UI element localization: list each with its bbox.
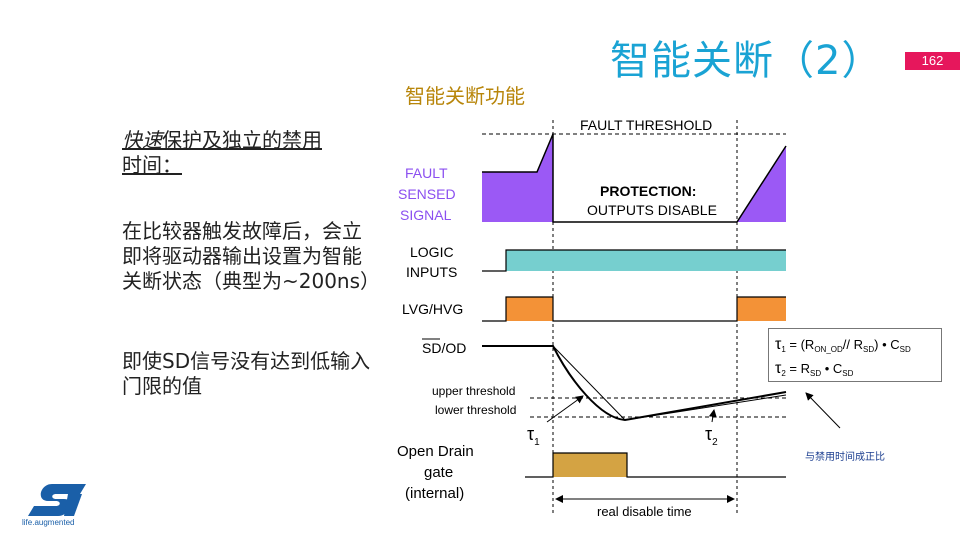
paragraph-sd-signal: 即使SD信号没有达到低输入门限的值 [122,349,371,398]
tau2-tangent [624,394,787,421]
st-logo: life.augmented [18,478,98,528]
logic-label-line1: LOGIC [410,244,454,260]
paragraph-quick-protection: 快速保护及独立的禁用 时间： [122,128,372,178]
lvg-trace [482,296,786,322]
upper-threshold-label: upper threshold [432,384,515,398]
tau1-label: τ1 [527,424,540,448]
proportional-note: 与禁用时间成正比 [805,452,885,463]
st-logo-icon: life.augmented [22,484,86,527]
formula-svg: τ1 = (RON_OD// RSD) • CSD τ2 = RSD • CSD [775,336,911,378]
lvg-label: LVG/HVG [402,301,463,317]
logic-inputs-bar [506,250,786,271]
open-drain-label-line1: Open Drain [397,443,474,460]
tau1-pointer [546,395,584,423]
fault-label-line2: SENSED [398,186,456,202]
fault-threshold-label: FAULT THRESHOLD [580,117,712,133]
quick-emphasis: 快速 [122,128,162,152]
st-logo-tagline: life.augmented [22,518,74,527]
page-number-badge: 162 [905,52,960,70]
paragraph-comparator: 在比较器触发故障后，会立即将驱动器输出设置为智能关断状态（典型为~200ns） [122,219,381,293]
slide-title: 智能关断（2） [610,38,883,84]
logic-label-line2: INPUTS [406,264,457,280]
tau2-pointer [708,409,717,423]
lvg-pulse-2 [737,297,786,321]
open-drain-label-line3: (internal) [405,485,464,502]
tau2-label: τ2 [705,424,718,448]
fault-signal-trace [482,133,787,223]
gate-trace [525,452,786,478]
open-drain-label-line2: gate [424,464,453,481]
lower-threshold-label: lower threshold [435,403,516,417]
protection-label: PROTECTION: [600,183,696,199]
quick-rest: 保护及独立的禁用 [162,128,322,152]
fault-label-line1: FAULT [405,165,448,181]
fault-signal-shape-1 [482,134,553,222]
section-subtitle: 智能关断功能 [405,84,525,108]
note-arrow [805,392,841,429]
gate-pulse [553,453,627,477]
quick-line2: 时间： [122,153,182,177]
outputs-disable-label: OUTPUTS DISABLE [587,202,717,218]
real-disable-label: real disable time [597,504,692,519]
formula-line2: τ2 = RSD • CSD [775,360,854,378]
fault-label-line3: SIGNAL [400,207,452,223]
logic-inputs-trace [482,249,786,272]
formula-line1: τ1 = (RON_OD// RSD) • CSD [775,336,911,354]
formula-box: τ1 = (RON_OD// RSD) • CSD τ2 = RSD • CSD [768,328,942,382]
sd-trace [482,345,787,422]
tau1-tangent [552,345,626,421]
lvg-pulse-1 [506,297,553,321]
sd-label: SD/OD [422,340,466,356]
